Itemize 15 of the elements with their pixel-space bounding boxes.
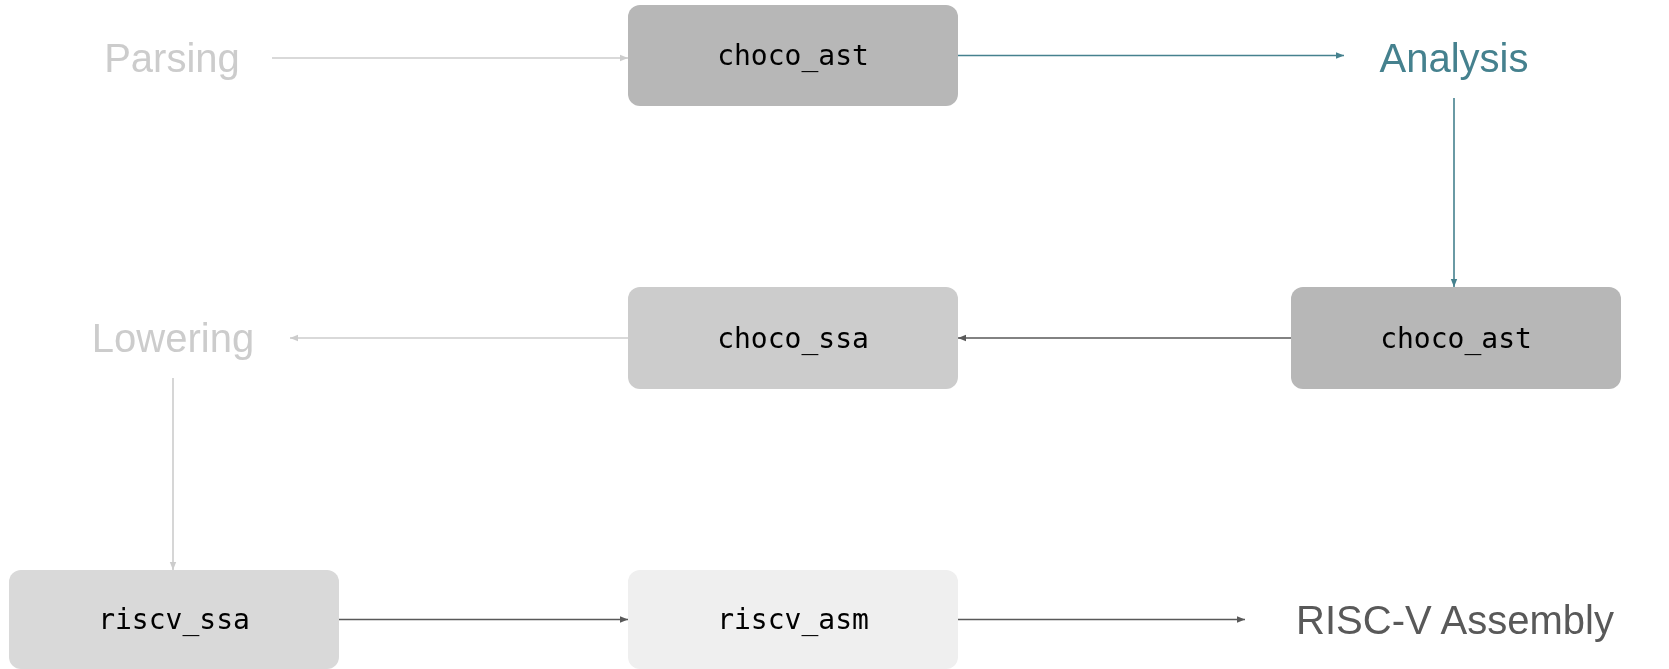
process-box: riscv_ssa bbox=[9, 570, 339, 669]
arrow bbox=[338, 616, 629, 623]
arrow bbox=[957, 616, 1246, 623]
arrow bbox=[957, 52, 1345, 59]
arrow bbox=[271, 54, 629, 62]
arrow bbox=[169, 377, 177, 571]
process-box: choco_ssa bbox=[628, 287, 958, 389]
process-box: riscv_asm bbox=[628, 570, 958, 669]
arrow bbox=[1450, 97, 1458, 288]
arrow bbox=[289, 334, 629, 342]
stage-label: RISC-V Assembly bbox=[1245, 592, 1665, 648]
arrow bbox=[957, 334, 1292, 342]
process-box: choco_ast bbox=[1291, 287, 1621, 389]
stage-label: Analysis bbox=[1344, 30, 1564, 86]
process-box: choco_ast bbox=[628, 5, 958, 106]
